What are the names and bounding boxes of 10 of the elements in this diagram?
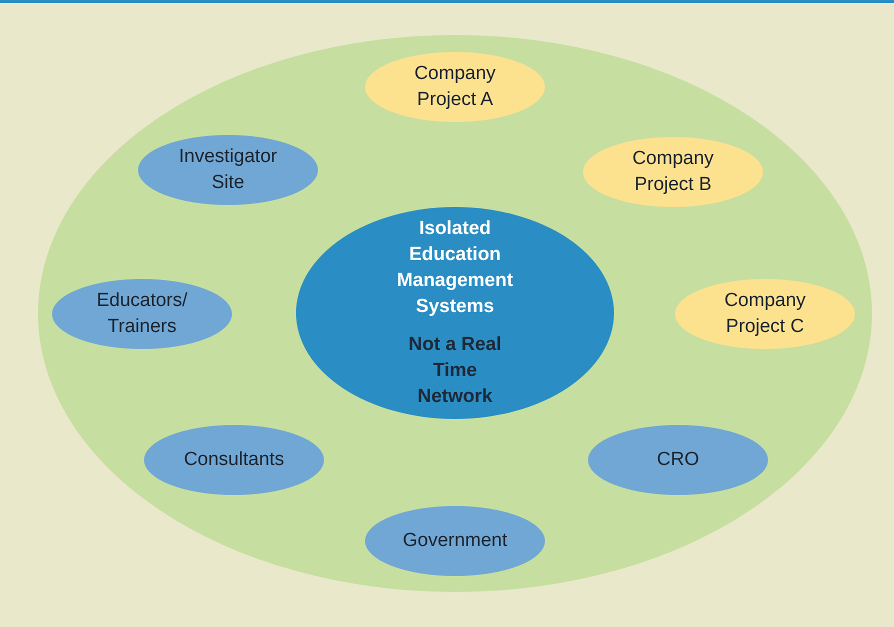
node-label: Company Project B xyxy=(631,147,715,197)
node-label: Investigator Site xyxy=(178,145,278,195)
core-subtitle: Not a Real Time Network xyxy=(408,333,502,409)
node-label: Government xyxy=(402,529,508,553)
core-title: Isolated Education Management Systems xyxy=(396,217,514,319)
node-label: Educators/ Trainers xyxy=(96,289,188,339)
node-label: Company Project C xyxy=(723,289,807,339)
node-label: CRO xyxy=(656,448,700,472)
node-label: Company Project A xyxy=(413,62,497,112)
node-label: Consultants xyxy=(182,448,286,472)
